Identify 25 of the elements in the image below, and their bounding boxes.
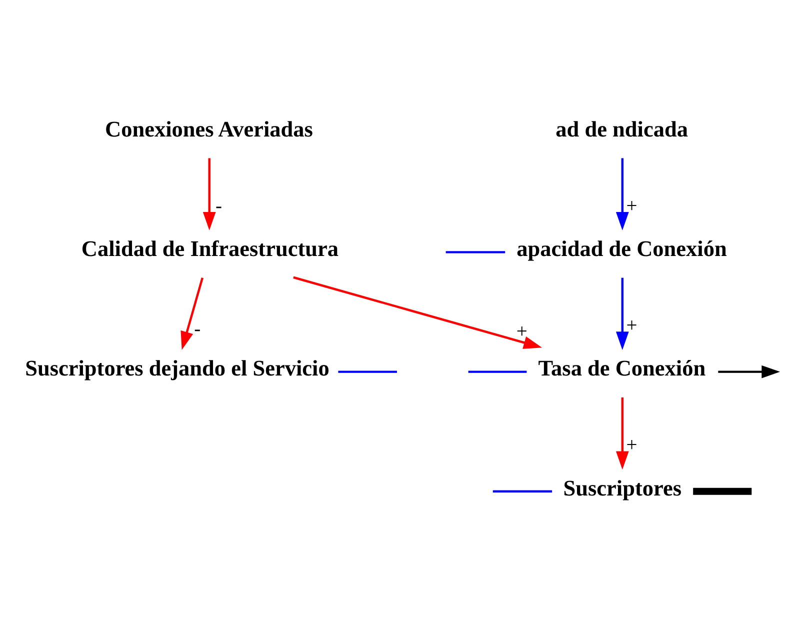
edge-label: + [626, 435, 638, 456]
arrow [616, 278, 629, 350]
node-text: Tasa de Conexión [538, 356, 706, 381]
node-text: Suscriptores dejando el Servicio [25, 356, 330, 381]
arrow [718, 365, 780, 378]
connector [446, 251, 506, 254]
connector [693, 488, 752, 495]
connector [338, 370, 397, 373]
edge-label: + [516, 321, 528, 342]
edge-label: + [626, 316, 638, 337]
node-text: Suscriptores [563, 475, 682, 500]
arrow [180, 277, 204, 350]
node-text: Conexiones Averiadas [105, 116, 313, 142]
arrow [293, 276, 542, 349]
node-text: apacidad de Conexión [516, 236, 727, 262]
connector [468, 370, 527, 373]
arrow [202, 158, 216, 230]
node-text: Calidad de Infraestructura [81, 236, 339, 262]
edge-label: + [626, 196, 638, 218]
node-text: ad de ndicada [556, 116, 688, 142]
arrow [616, 158, 629, 230]
edge-label: - [216, 196, 222, 218]
edge-label: - [194, 318, 201, 340]
connector [492, 490, 552, 493]
arrow [616, 397, 629, 470]
